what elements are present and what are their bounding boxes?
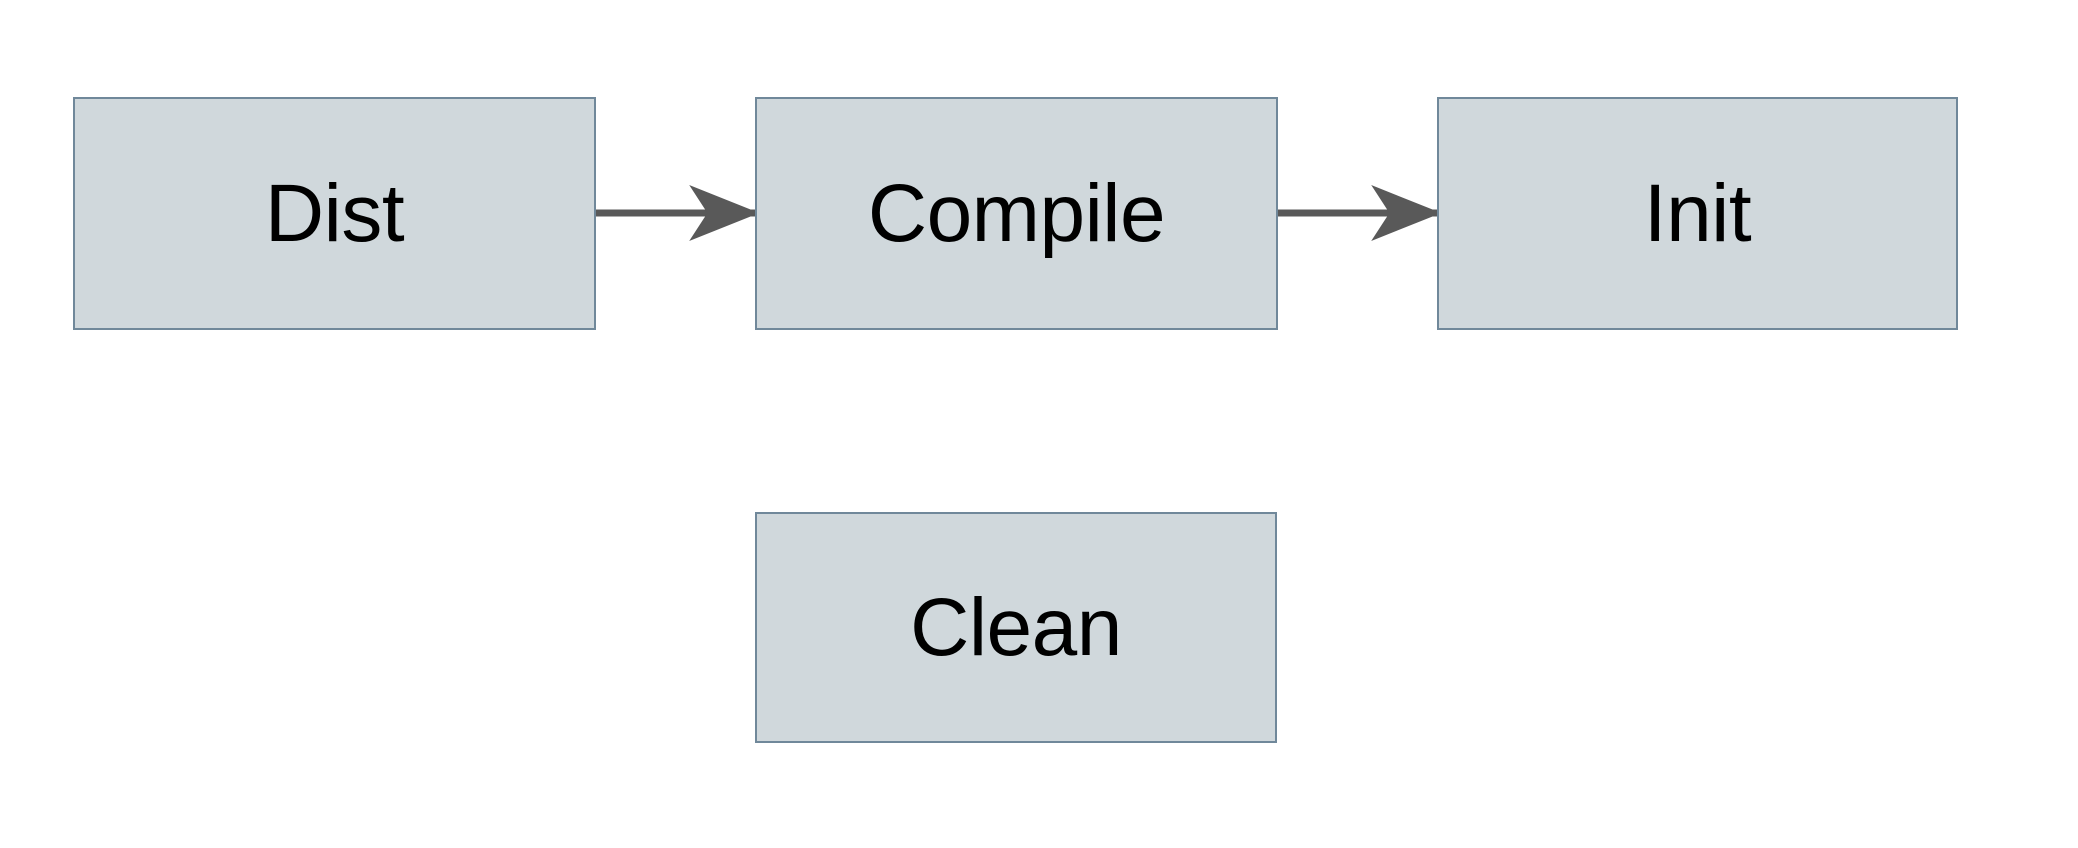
node-compile[interactable]: Compile (755, 97, 1278, 330)
node-label-dist: Dist (264, 167, 405, 259)
node-dist[interactable]: Dist (73, 97, 596, 330)
node-label-clean: Clean (910, 581, 1122, 673)
node-clean[interactable]: Clean (755, 512, 1277, 743)
edge-dist-to-compile-hitbox[interactable] (596, 196, 755, 230)
node-init[interactable]: Init (1437, 97, 1958, 330)
edge-compile-to-init-hitbox[interactable] (1278, 196, 1437, 230)
node-label-init: Init (1643, 167, 1752, 259)
node-label-compile: Compile (867, 167, 1166, 259)
